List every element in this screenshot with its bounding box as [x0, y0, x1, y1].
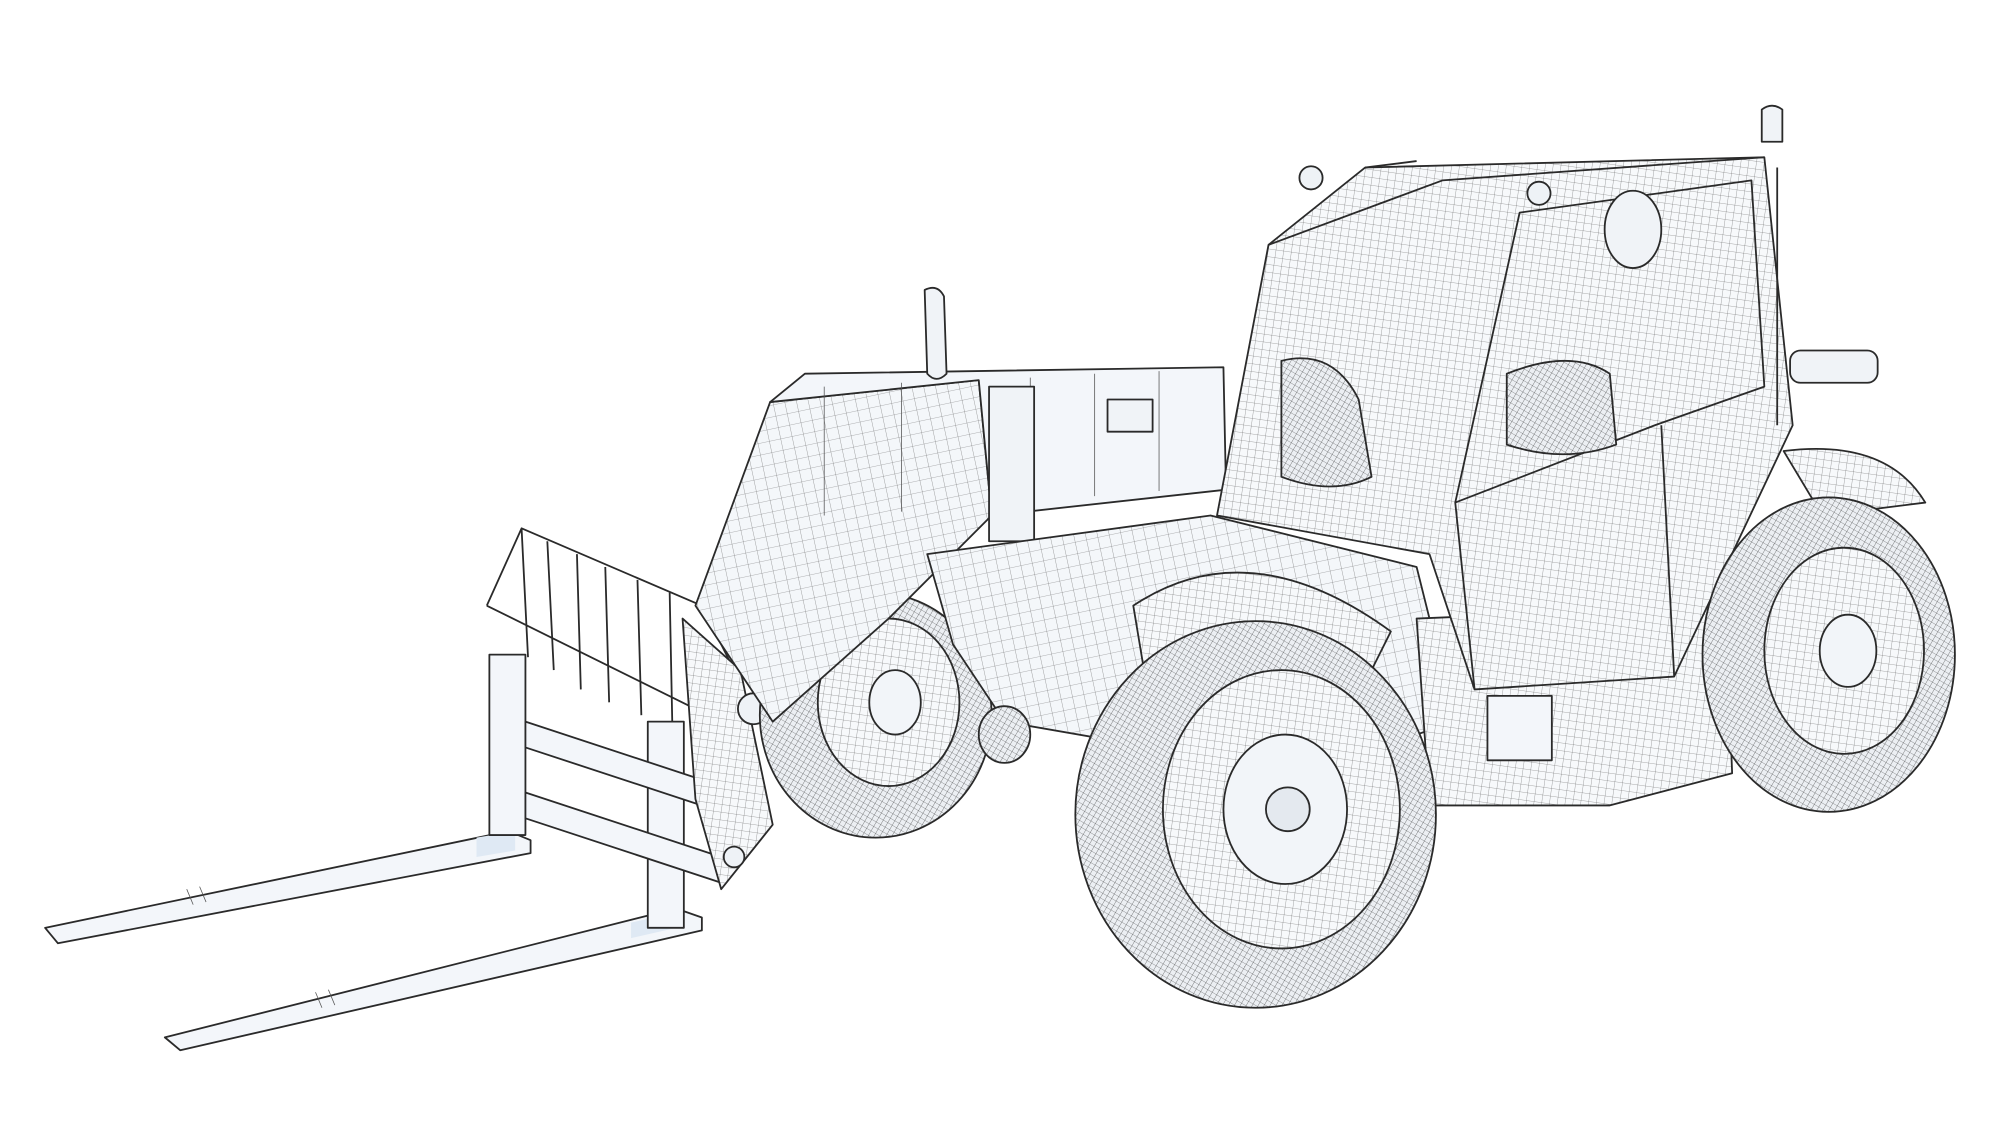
mirror-left [923, 286, 948, 380]
wheel-front-right [1074, 571, 1437, 1009]
operator-seat [1280, 357, 1373, 488]
carriage-post-left [488, 653, 527, 836]
wheel-rear-right [1701, 448, 1956, 813]
fork-right [163, 907, 703, 1052]
side-light [1789, 349, 1879, 384]
pallet-forks [44, 830, 703, 1052]
load-guard [485, 527, 735, 723]
fork-left [44, 830, 532, 945]
fork-carriage [485, 527, 774, 929]
wheel-hub [1265, 786, 1311, 833]
mirror-right [1603, 189, 1663, 269]
telescopic-boom [694, 286, 1227, 723]
rear-seat [1505, 360, 1618, 456]
work-light-left [1298, 165, 1324, 191]
carriage-post-right [646, 720, 685, 929]
boom-bracket [988, 385, 1036, 543]
work-light-right [1526, 180, 1552, 206]
beacon-light [1760, 104, 1784, 143]
operator-cab [1216, 104, 1879, 691]
